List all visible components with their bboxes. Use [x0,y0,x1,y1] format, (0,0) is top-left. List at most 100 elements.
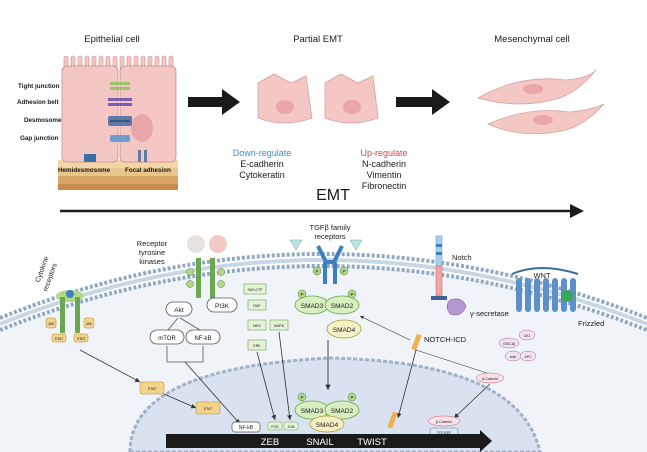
tf-twist-label: TWIST [357,437,387,448]
tgfb-label-2: receptors [314,232,346,241]
fos-node [267,421,283,431]
gamma-secretase-icon [446,298,467,316]
cytokine-receptor-icon [51,290,89,343]
jak-left-label: JAK [48,322,55,326]
down-item-2: Cytokeratin [239,170,285,180]
tcf-lef-label: TCF/LEF [437,431,452,435]
tgfb-label-1: TGFβ family [310,223,351,232]
arrow-epithelial-to-partial [188,89,240,115]
nfkb-label: NF-kB [195,336,212,342]
focal-adhesion-label: Focal adhesion [125,167,171,174]
stage-epithelial-label: Epithelial cell [84,34,139,45]
gsk3b-node [498,337,520,349]
basement-layer-4 [58,184,178,190]
mtor-node [149,329,185,345]
stage-partial-label: Partial EMT [293,34,343,45]
beta-catenin-nucleus-label: β-Catenin [436,420,453,424]
gap-junction-label: Gap junction [20,135,59,142]
gamma-secretase-label: γ-secretase [470,309,509,318]
jun-label: JUN [288,425,295,429]
ck1-label: CK1 [524,334,531,338]
nfkb-nucleus-label: NF-kB [239,425,254,431]
gap-junction-icon [110,135,130,142]
axin-label: Axin [510,355,517,359]
notch-receptor-icon [431,235,447,300]
arrow-partial-to-mesenchymal [396,89,450,115]
smad4-nucleus-label: SMAD4 [316,422,339,429]
partial-cell-1 [257,73,313,124]
jun-node [283,421,299,431]
partial-nucleus-1 [276,100,294,114]
apc-node [519,350,537,362]
wnt-ligand-icon [561,290,573,302]
jak-right-label: JAK [86,322,93,326]
basement-layer-1 [58,160,178,168]
rtk-label-2: tyrosine [139,248,165,257]
tgfb-receptor-icon [289,239,363,284]
erk-node [247,339,267,351]
adhesion-belt-icon [108,98,132,106]
stat-nucleus-label: STAT [204,407,213,411]
smad-complex-nucleus [294,392,360,433]
mapk-label: MAPK [274,324,285,328]
tf-snail-label: SNAIL [306,437,333,448]
stat-dimer-cytoplasm [139,381,165,395]
desmosome-label: Desmosome [24,117,62,124]
nfkb-nucleus-node [231,421,261,433]
adhesion-belt-label: Adhesion belt [17,99,60,106]
rtk-label-1: Receptor [137,239,168,248]
pi3k-pathway [149,297,241,425]
frizzled-label: Frizzled [578,319,604,328]
stat-dimer-nucleus [195,401,221,415]
notch-label: Notch [452,253,472,262]
stat-cytoplasm-label: STAT [148,387,157,391]
jak-node-right [83,317,95,329]
jak-node-left [45,317,57,329]
smad3-nucleus-p-label: P [300,395,303,400]
down-item-1: E-cadherin [240,159,284,169]
ras-label: RAS-GTP [248,288,263,292]
apc-label: APC [525,355,533,359]
smad4-node [326,319,362,339]
smad2-nucleus-node [324,400,360,420]
smad3-label: SMAD3 [301,303,324,310]
beta-catenin-node [475,372,505,384]
tgfb-p-left-label: P [315,269,318,274]
partial-cell-2 [324,73,379,124]
mapk-node [269,319,289,331]
tight-junction-icon [110,82,130,90]
mtor-label: mTOR [158,336,176,342]
partial-nucleus-2 [343,100,361,114]
tight-junction-label: Tight junction [18,83,60,90]
raf-node [247,299,267,311]
up-item-2: Vimentin [367,170,402,180]
gsk3b-label: GSK-3β [503,342,515,346]
pi3k-node [206,297,238,313]
emt-label: EMT [316,187,350,204]
tf-zeb-label: ZEB [261,437,279,448]
hemidesmosome-label: Hemidesmosome [58,167,111,174]
mek-label: MEK [253,324,261,328]
smad-complex-cytoplasm [294,289,362,390]
smad2-node [324,295,360,315]
mesenchymal-nucleus-1 [523,84,543,94]
smad2-nucleus-p-label: P [350,395,353,400]
smad2-p-label: P [350,292,353,297]
stat-right-label: STAT [77,337,86,341]
fos-label: FOS [271,425,279,429]
emt-arrow [60,204,584,218]
ras-node [243,283,267,295]
mesenchymal-nucleus-2 [533,115,553,125]
epithelial-nucleus [131,114,153,142]
smad3-nucleus-label: SMAD3 [301,408,324,415]
ck1-node [518,329,536,341]
notch-icd-path [359,315,491,429]
transcription-factor-bar [166,430,492,452]
basement-layer-3 [58,176,178,184]
smad2-label: SMAD2 [331,303,354,310]
smad4-nucleus-node [309,415,345,433]
beta-catenin-nucleus-node [427,415,461,427]
frizzled-receptor-icon [511,267,579,312]
